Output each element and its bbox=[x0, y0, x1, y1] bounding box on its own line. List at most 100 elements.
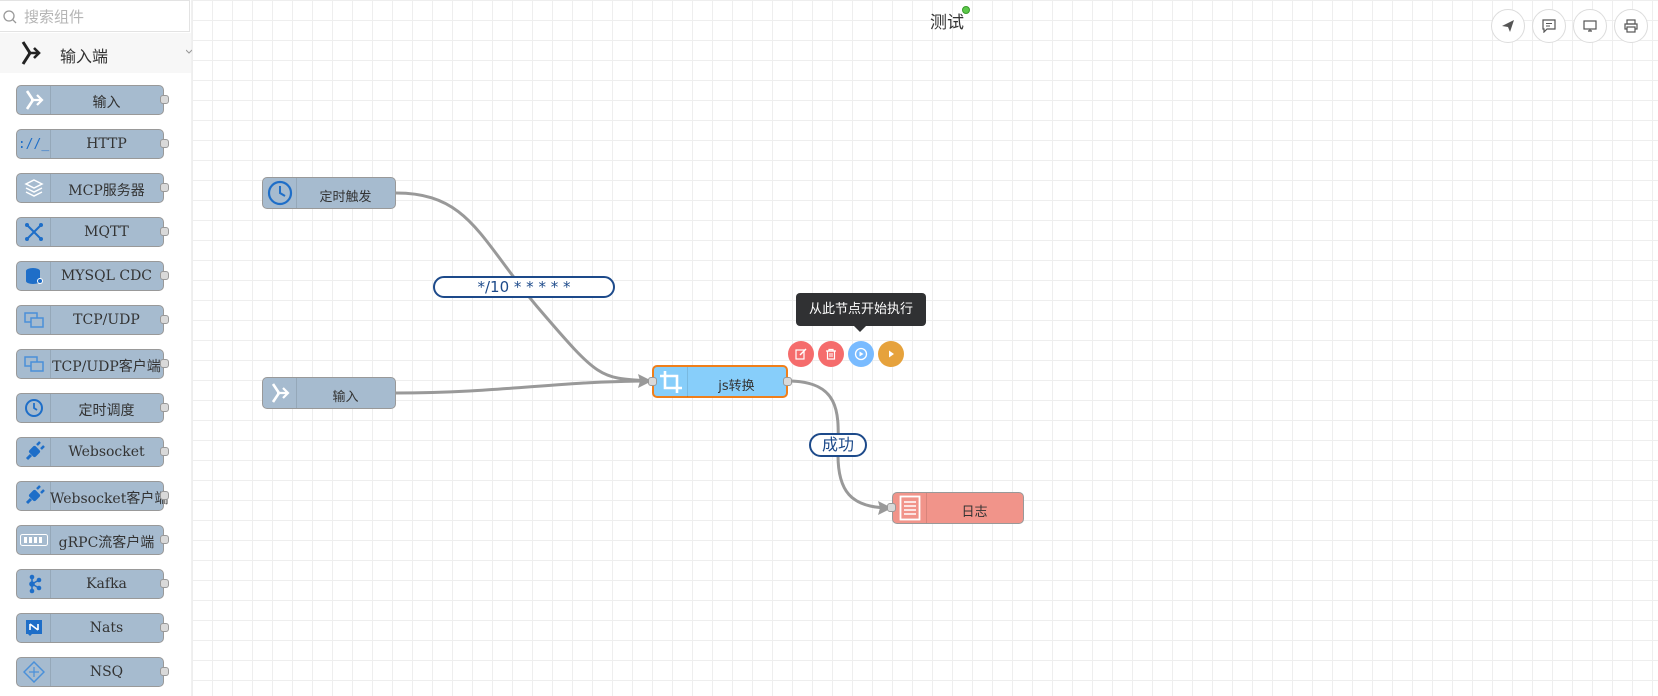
flow-node-js-transform[interactable]: js转换 bbox=[648, 365, 792, 398]
output-port[interactable] bbox=[160, 403, 169, 412]
run-from-node-button[interactable] bbox=[848, 341, 874, 367]
flow-canvas[interactable] bbox=[192, 0, 1658, 696]
network-icon bbox=[17, 350, 51, 378]
grpc-icon bbox=[17, 526, 51, 554]
search-icon bbox=[3, 10, 17, 24]
palette-node-tcp-udp-client[interactable]: TCP/UDP客户端 bbox=[16, 349, 169, 379]
input-port[interactable] bbox=[887, 503, 896, 512]
document-lines-icon bbox=[893, 493, 927, 523]
nsq-icon bbox=[17, 658, 51, 686]
palette-node-nsq[interactable]: NSQ bbox=[16, 657, 169, 687]
output-port[interactable] bbox=[160, 447, 169, 456]
palette-node-label: MQTT bbox=[84, 224, 129, 240]
flow-node-timer[interactable]: 定时触发 bbox=[262, 177, 396, 209]
chevron-down-icon[interactable] bbox=[186, 49, 192, 55]
tooltip-arrow bbox=[854, 326, 866, 332]
palette-node-label: Kafka bbox=[86, 576, 127, 592]
palette-node-mcp-server[interactable]: MCP服务器 bbox=[16, 173, 169, 203]
tooltip-run-from-node: 从此节点开始执行 bbox=[796, 293, 926, 332]
clock-icon bbox=[263, 178, 297, 208]
kafka-icon bbox=[17, 570, 51, 598]
monitor-icon bbox=[1583, 20, 1597, 32]
network-icon bbox=[17, 306, 51, 334]
palette-node-label: NSQ bbox=[89, 664, 124, 680]
database-icon bbox=[17, 262, 51, 290]
mqtt-icon bbox=[17, 218, 51, 246]
palette-node-label: HTTP bbox=[86, 136, 127, 152]
status-indicator bbox=[962, 6, 970, 14]
edge-label-success[interactable]: 成功 bbox=[809, 433, 867, 457]
palette-node-label: gRPC流客户端 bbox=[58, 535, 155, 551]
output-port[interactable] bbox=[160, 227, 169, 236]
edge-label-cron[interactable]: */10 * * * * * bbox=[433, 276, 615, 298]
flow-title: 测试 bbox=[930, 13, 964, 33]
flow-node-label: 日志 bbox=[961, 505, 988, 520]
monitor-button[interactable] bbox=[1573, 9, 1607, 43]
palette-node-websocket-client[interactable]: Websocket客户端 bbox=[16, 481, 169, 511]
comment-icon bbox=[1542, 19, 1556, 33]
palette-node-kafka[interactable]: Kafka bbox=[16, 569, 169, 599]
input-port[interactable] bbox=[648, 377, 657, 386]
palette-node-label: TCP/UDP bbox=[73, 312, 140, 328]
deploy-button[interactable] bbox=[1491, 9, 1525, 43]
output-port[interactable] bbox=[160, 579, 169, 588]
comment-button[interactable] bbox=[1532, 9, 1566, 43]
flow-node-label: 输入 bbox=[332, 390, 359, 405]
output-port[interactable] bbox=[160, 623, 169, 632]
output-port[interactable] bbox=[160, 183, 169, 192]
edit-node-button[interactable] bbox=[788, 341, 814, 367]
arrow-in-icon bbox=[21, 41, 41, 65]
flow-node-label: 定时触发 bbox=[319, 190, 372, 205]
arrow-in-icon bbox=[263, 378, 297, 408]
output-port[interactable] bbox=[160, 271, 169, 280]
component-palette-sidebar: 输入端 输入 ://_ HTTP MCP服务器 MQTT MYSQL CDC bbox=[0, 0, 192, 696]
palette-node-nats[interactable]: Nats bbox=[16, 613, 169, 643]
output-port[interactable] bbox=[160, 95, 169, 104]
delete-icon bbox=[826, 348, 836, 360]
palette-node-label: Nats bbox=[89, 620, 124, 636]
output-port[interactable] bbox=[160, 535, 169, 544]
crop-icon bbox=[654, 367, 688, 397]
palette-node-tcp-udp[interactable]: TCP/UDP bbox=[16, 305, 169, 335]
clock-icon bbox=[17, 394, 51, 422]
palette-node-label: MCP服务器 bbox=[68, 183, 145, 199]
search-input[interactable] bbox=[22, 5, 186, 29]
palette-node-label: Websocket bbox=[68, 444, 145, 460]
output-port[interactable] bbox=[160, 491, 169, 500]
palette-node-http[interactable]: ://_ HTTP bbox=[16, 129, 169, 159]
palette-node-input[interactable]: 输入 bbox=[16, 85, 169, 115]
plug-icon bbox=[17, 482, 51, 510]
plug-icon bbox=[17, 438, 51, 466]
play-icon bbox=[889, 350, 894, 358]
palette-node-label: MYSQL CDC bbox=[60, 268, 153, 284]
flow-node-label: js转换 bbox=[718, 379, 755, 394]
flow-node-input[interactable]: 输入 bbox=[262, 377, 396, 409]
output-port[interactable] bbox=[160, 359, 169, 368]
output-port[interactable] bbox=[160, 315, 169, 324]
palette-node-label: TCP/UDP客户端 bbox=[52, 359, 161, 375]
palette-node-scheduler[interactable]: 定时调度 bbox=[16, 393, 169, 423]
print-button[interactable] bbox=[1614, 9, 1648, 43]
category-label: 输入端 bbox=[60, 47, 109, 66]
http-icon: ://_ bbox=[17, 130, 51, 158]
flow-node-log[interactable]: 日志 bbox=[887, 492, 1024, 524]
palette-node-mqtt[interactable]: MQTT bbox=[16, 217, 169, 247]
delete-node-button[interactable] bbox=[818, 341, 844, 367]
palette-node-label: Websocket客户端 bbox=[50, 491, 169, 507]
print-icon bbox=[1624, 19, 1638, 33]
palette-node-label: 输入 bbox=[92, 95, 121, 111]
nats-icon bbox=[17, 614, 51, 642]
tooltip-text: 从此节点开始执行 bbox=[808, 302, 913, 317]
layers-icon bbox=[17, 174, 51, 202]
output-port[interactable] bbox=[160, 667, 169, 676]
palette-node-label: 定时调度 bbox=[78, 403, 135, 419]
palette-node-grpc-stream-client[interactable]: gRPC流客户端 bbox=[16, 525, 169, 555]
output-port[interactable] bbox=[160, 139, 169, 148]
run-node-button[interactable] bbox=[878, 341, 904, 367]
palette-node-mysql-cdc[interactable]: MYSQL CDC bbox=[16, 261, 169, 291]
output-port[interactable] bbox=[783, 377, 792, 386]
category-header-input[interactable]: 输入端 bbox=[0, 33, 192, 73]
run-from-here-icon bbox=[854, 347, 868, 361]
send-icon bbox=[1502, 20, 1514, 32]
palette-node-websocket[interactable]: Websocket bbox=[16, 437, 169, 467]
